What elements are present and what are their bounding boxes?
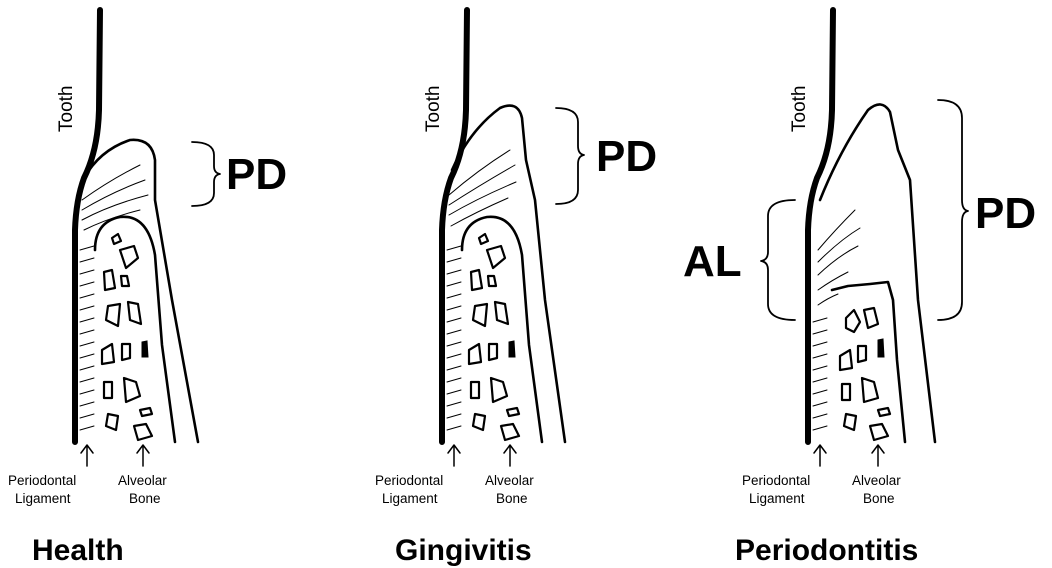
arrows bbox=[814, 445, 884, 466]
tooth-surface bbox=[442, 10, 467, 442]
panel-gingivitis: Tooth PD Periodontal Ligament Alveolar B… bbox=[375, 10, 657, 567]
bone-label-line1: Alveolar bbox=[118, 473, 167, 488]
pd-label: PD bbox=[596, 132, 657, 181]
bone-label-line2: Bone bbox=[129, 491, 161, 506]
tooth-surface bbox=[75, 10, 100, 442]
al-bracket bbox=[761, 200, 795, 320]
arrows bbox=[448, 445, 516, 466]
periodontal-ligament bbox=[813, 318, 827, 430]
tooth-surface bbox=[808, 10, 833, 442]
periodontal-ligament bbox=[447, 246, 461, 430]
stage-label: Gingivitis bbox=[395, 534, 532, 567]
tooth-label: Tooth bbox=[789, 86, 810, 132]
bone-label-line2: Bone bbox=[496, 491, 528, 506]
bone-label-line2: Bone bbox=[863, 491, 895, 506]
al-label: AL bbox=[683, 237, 742, 286]
stage-label: Health bbox=[32, 534, 124, 567]
ligament-label-line1: Periodontal bbox=[8, 473, 76, 488]
tooth-label: Tooth bbox=[423, 86, 444, 132]
periodontal-ligament bbox=[80, 246, 94, 430]
pd-bracket bbox=[556, 108, 584, 204]
tooth-label: Tooth bbox=[56, 86, 77, 132]
pd-label: PD bbox=[226, 150, 287, 199]
panel-health: Tooth PD Periodontal Ligament Alveolar B… bbox=[8, 10, 287, 567]
ligament-label-line1: Periodontal bbox=[375, 473, 443, 488]
gingiva-outline bbox=[452, 106, 565, 442]
bone-label-line1: Alveolar bbox=[852, 473, 901, 488]
pd-bracket bbox=[192, 142, 220, 206]
ligament-label-line2: Ligament bbox=[15, 491, 71, 506]
ligament-label-line1: Periodontal bbox=[742, 473, 810, 488]
gingival-fibers bbox=[818, 210, 860, 305]
alveolar-bone-outline bbox=[832, 282, 905, 442]
pd-label: PD bbox=[975, 189, 1036, 238]
gingiva-outline bbox=[84, 140, 198, 442]
pd-bracket bbox=[938, 100, 968, 320]
bone-label-line1: Alveolar bbox=[485, 473, 534, 488]
bone-fragments bbox=[469, 234, 519, 440]
gingiva-outline bbox=[820, 104, 935, 442]
ligament-label-line2: Ligament bbox=[382, 491, 438, 506]
panel-periodontitis: Tooth PD AL Periodontal Ligament Alveola… bbox=[683, 10, 1036, 567]
bone-fragments bbox=[102, 234, 152, 440]
bone-fragments bbox=[840, 308, 890, 440]
ligament-label-line2: Ligament bbox=[749, 491, 805, 506]
arrows bbox=[81, 445, 149, 466]
stage-label: Periodontitis bbox=[735, 534, 918, 567]
